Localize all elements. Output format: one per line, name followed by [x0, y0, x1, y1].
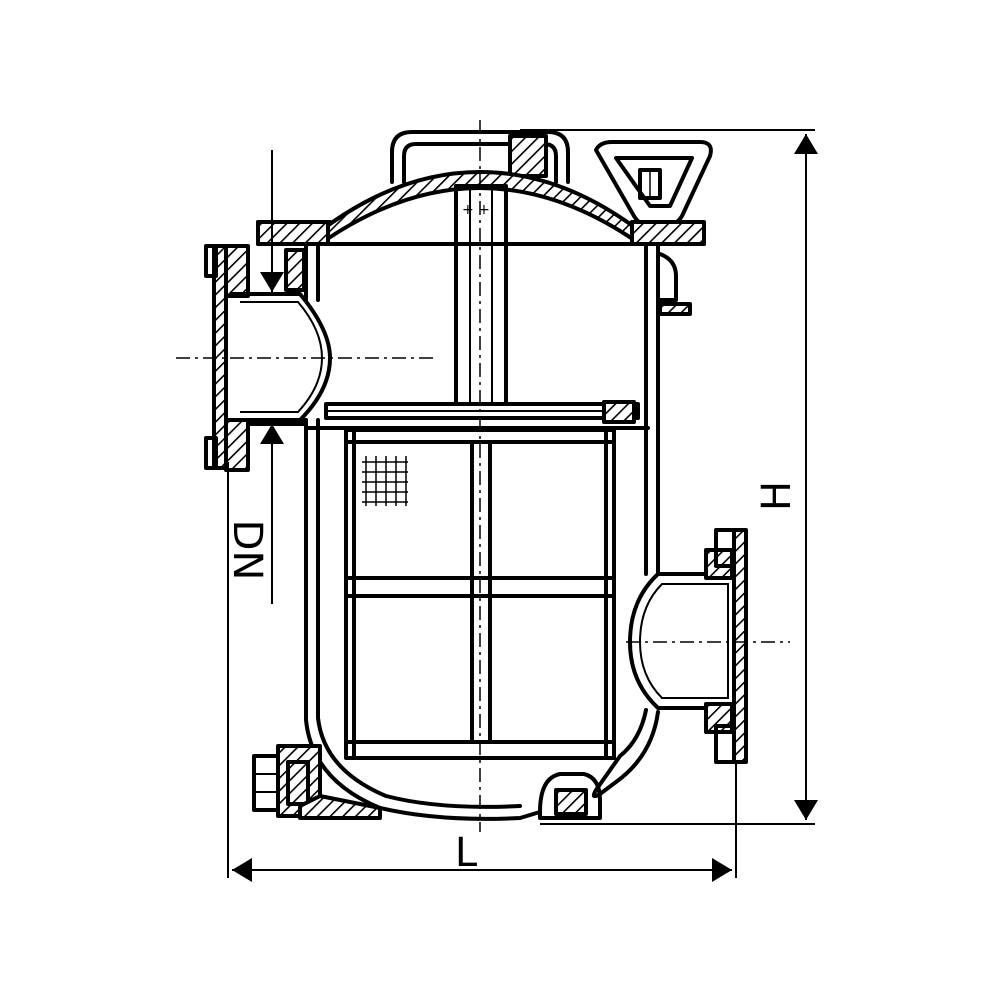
- centerlines: [176, 120, 790, 832]
- length-dimension: [227, 462, 737, 882]
- mesh-detail: [362, 456, 408, 506]
- svg-text:+ +: + +: [462, 202, 490, 218]
- drain-plug: [252, 744, 382, 820]
- bottom-foot: [538, 772, 602, 820]
- top-flange: [256, 220, 706, 246]
- vent-plug: [508, 134, 548, 178]
- gauge-port: [284, 248, 692, 316]
- height-label: H: [754, 481, 800, 511]
- basket-top-ring: [304, 400, 650, 430]
- inlet-nozzle: [204, 244, 332, 472]
- height-dimension: [520, 129, 818, 825]
- nominal-diameter-label: DN: [224, 520, 270, 581]
- lifting-eye: [594, 140, 713, 228]
- length-label: L: [455, 830, 478, 876]
- central-stem: + +: [454, 184, 508, 406]
- outlet-nozzle: [628, 528, 748, 764]
